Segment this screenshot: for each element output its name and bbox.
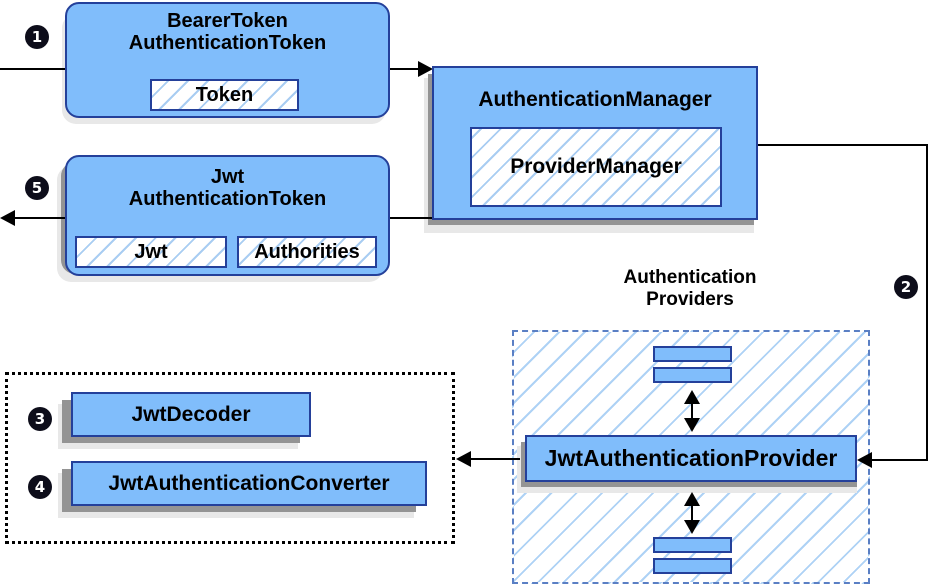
connector-provider-to-support — [470, 458, 520, 460]
provider-placeholder-bar-bottom-2 — [653, 558, 732, 574]
step-marker-1: 1 — [25, 25, 49, 49]
subnode-jwt-label: Jwt — [134, 240, 168, 263]
connector-bearer-to-manager — [390, 68, 422, 70]
arrowhead-provider-link-bottom-up — [684, 492, 700, 506]
step-marker-4: 4 — [28, 475, 52, 499]
node-jwt-authentication-provider-label: JwtAuthenticationProvider — [544, 444, 838, 471]
subnode-provider-manager[interactable]: ProviderManager — [470, 127, 722, 207]
subnode-token[interactable]: Token — [150, 79, 299, 111]
arrowhead-bearer-to-manager — [418, 61, 433, 77]
provider-placeholder-bar-bottom-1 — [653, 537, 732, 553]
provider-placeholder-bar-top-1 — [653, 346, 732, 362]
connector-request-in — [0, 68, 66, 70]
connector-manager-out-v — [926, 144, 928, 460]
subnode-jwt[interactable]: Jwt — [75, 236, 227, 268]
node-jwt-authentication-converter-label: JwtAuthenticationConverter — [108, 471, 390, 495]
node-jwt-decoder-label: JwtDecoder — [131, 402, 251, 426]
subnode-token-label: Token — [195, 83, 254, 106]
jwt-support-region — [5, 372, 455, 544]
connector-response-out — [14, 217, 66, 219]
step-marker-3: 3 — [28, 407, 52, 431]
node-bearer-token-label: BearerToken AuthenticationToken — [128, 10, 327, 55]
connector-provider-link-bottom — [691, 498, 693, 522]
authentication-providers-caption: Authentication Providers — [623, 267, 757, 310]
node-jwt-decoder[interactable]: JwtDecoder — [71, 392, 311, 437]
connector-manager-to-jwt-token — [390, 217, 434, 219]
step-marker-2: 2 — [894, 275, 918, 299]
step-marker-5: 5 — [25, 176, 49, 200]
connector-provider-link-top — [691, 396, 693, 420]
arrowhead-provider-link-top-up — [684, 390, 700, 404]
node-jwt-authentication-token-label: Jwt AuthenticationToken — [128, 166, 327, 211]
arrowhead-provider-to-support — [456, 451, 471, 467]
arrowhead-provider-link-top-down — [684, 418, 700, 432]
connector-into-provider-h — [870, 459, 928, 461]
node-authentication-manager-label: AuthenticationManager — [478, 88, 712, 111]
arrowhead-provider-link-bottom-down — [684, 520, 700, 534]
subnode-authorities[interactable]: Authorities — [237, 236, 377, 268]
subnode-authorities-label: Authorities — [254, 240, 360, 263]
node-jwt-authentication-converter[interactable]: JwtAuthenticationConverter — [71, 461, 427, 506]
arrowhead-into-provider — [857, 452, 872, 468]
provider-placeholder-bar-top-2 — [653, 367, 732, 383]
connector-manager-out-h — [758, 144, 928, 146]
arrowhead-response-out — [0, 210, 15, 226]
subnode-provider-manager-label: ProviderManager — [510, 155, 682, 178]
node-jwt-authentication-provider[interactable]: JwtAuthenticationProvider — [525, 435, 857, 482]
